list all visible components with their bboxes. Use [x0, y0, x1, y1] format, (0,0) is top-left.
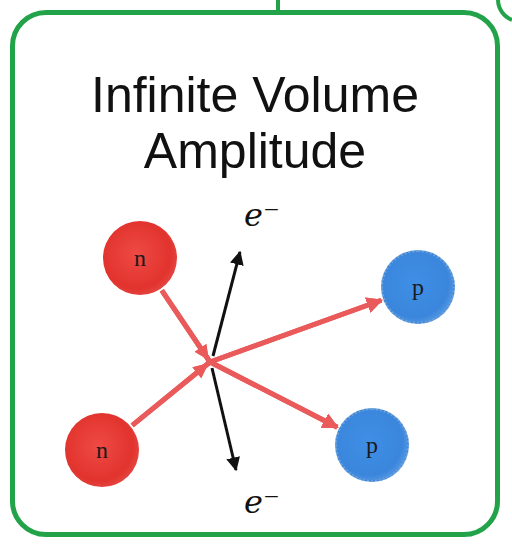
neutron-circle: n — [65, 413, 139, 487]
particle-label: p — [366, 433, 378, 457]
neutron-circle: n — [103, 221, 177, 295]
panel-box: Infinite Volume Amplitude n p n p — [10, 10, 500, 537]
particle-label: n — [134, 246, 146, 270]
electron-label: e⁻ — [244, 199, 280, 231]
particle-arrow — [162, 290, 382, 362]
particle-arrow — [162, 290, 338, 427]
particle-arrow — [132, 300, 381, 425]
particle-arrow — [132, 362, 337, 427]
electron-arrow — [212, 368, 236, 470]
vertex-arrowhead — [192, 363, 208, 378]
proton-circle: p — [335, 408, 409, 482]
proton-circle: p — [381, 250, 455, 324]
electron-arrow — [213, 252, 240, 356]
particle-label: n — [96, 438, 108, 462]
vertex-arrowhead — [195, 344, 209, 360]
electron-label: e⁻ — [244, 486, 280, 518]
particle-label: p — [412, 275, 424, 299]
panel-title: Infinite Volume Amplitude — [55, 67, 455, 179]
cropped-frame-arc — [498, 0, 512, 20]
